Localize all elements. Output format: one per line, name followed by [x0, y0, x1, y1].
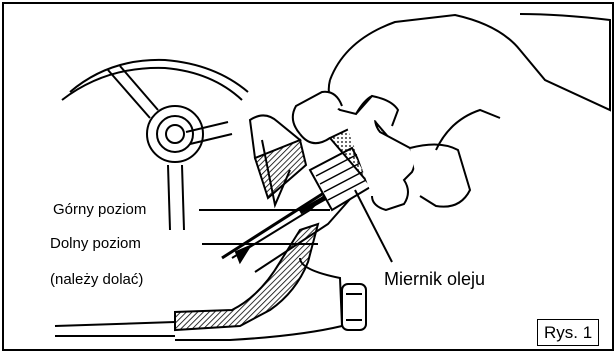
figure-caption: Rys. 1: [537, 319, 599, 346]
dipstick-label: Miernik oleju: [384, 270, 485, 288]
lower-level-note: (należy dolać): [50, 272, 143, 287]
upper-level-label: Górny poziom: [53, 202, 146, 217]
lower-level-label: Dolny poziom: [50, 236, 141, 251]
